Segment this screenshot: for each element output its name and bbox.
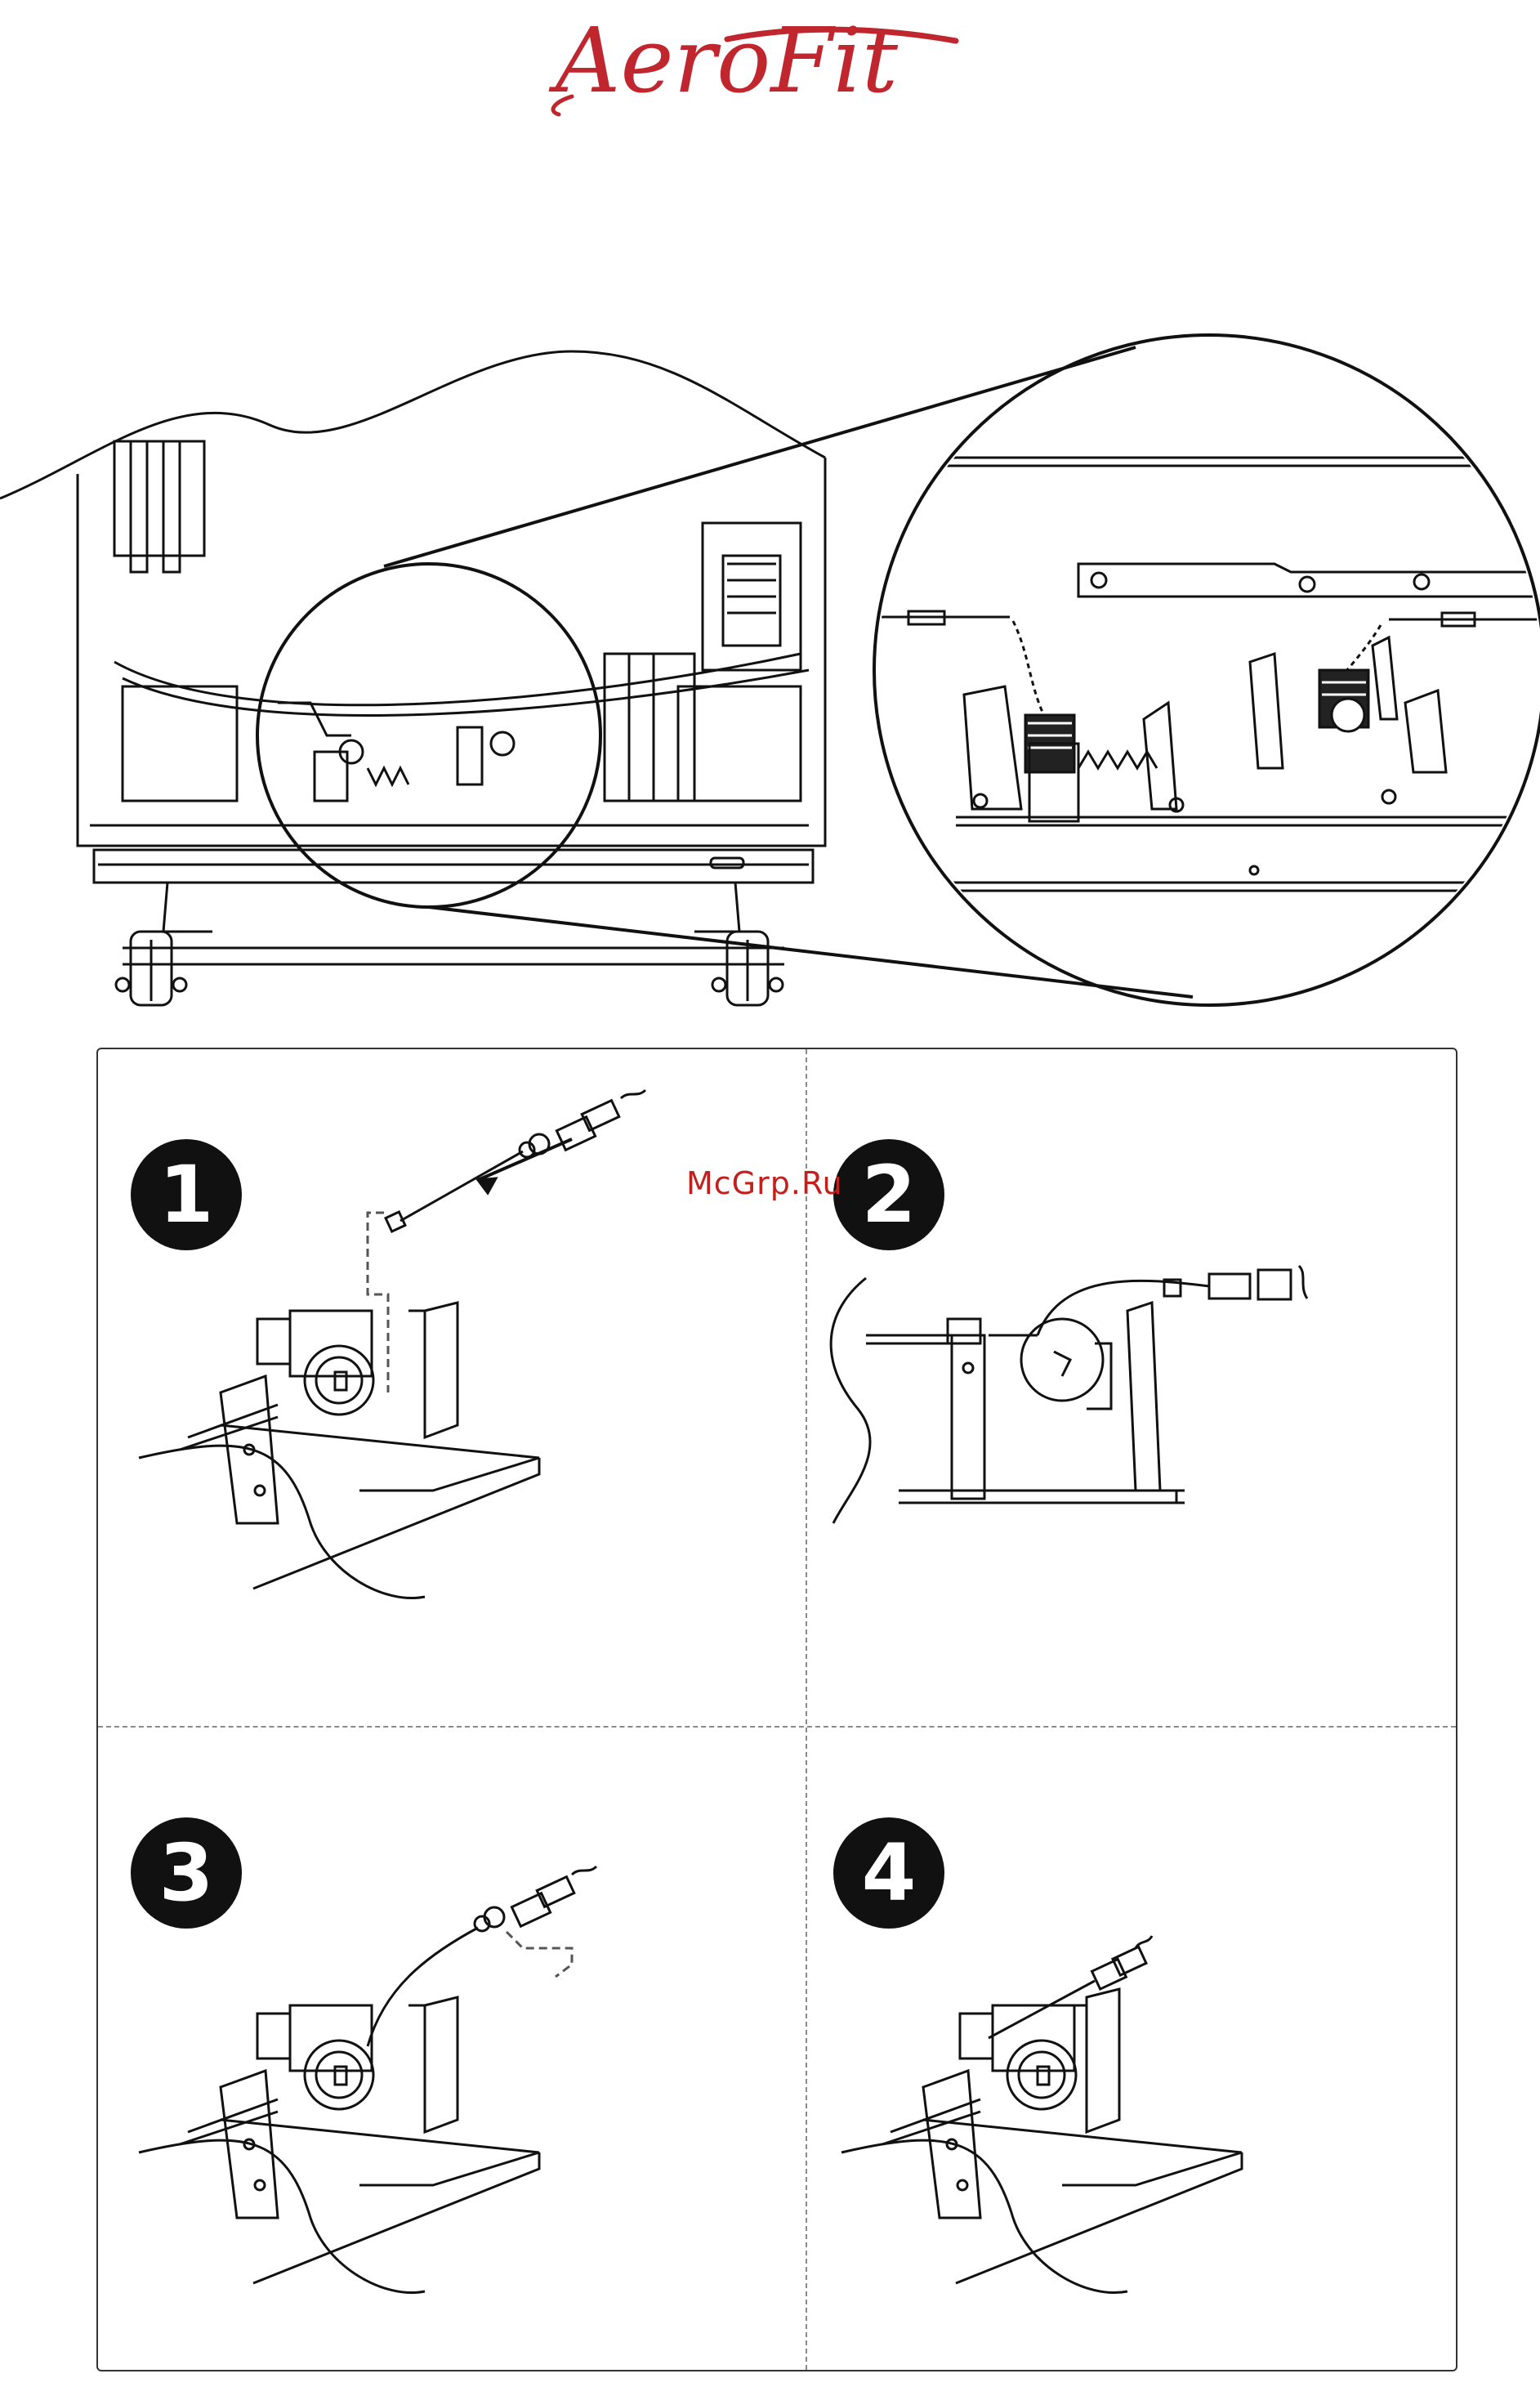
watermark-text: McGrp.Ru	[686, 1165, 843, 1201]
panel-divider-horizontal	[98, 1726, 1456, 1728]
brand-logo: AeroFit	[539, 0, 964, 123]
step-4-illustration	[817, 1744, 1438, 2365]
aerofit-logo-graphic: AeroFit	[539, 0, 964, 123]
step-3-illustration	[114, 1744, 784, 2365]
machine-detail-illustration	[0, 327, 1540, 1030]
step-1-illustration	[114, 1066, 784, 1719]
installation-steps-panel: 1 2	[96, 1048, 1457, 2371]
panel-divider-vertical	[806, 1049, 807, 2370]
step-2-illustration	[817, 1066, 1438, 1719]
logo-wordmark: AeroFit	[548, 8, 899, 113]
